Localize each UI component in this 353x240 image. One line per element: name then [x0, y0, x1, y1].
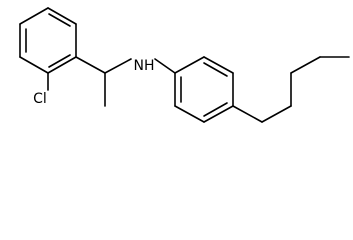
bond-ring-ch	[75, 56, 106, 74]
amine-atom-label: NH	[134, 58, 155, 74]
bond-nh-ring	[154, 58, 176, 74]
butylphenyl-ring	[174, 56, 234, 123]
bond	[47, 56, 77, 74]
bond	[174, 56, 205, 74]
double-bond-inner	[48, 54, 71, 68]
bond	[19, 7, 49, 25]
double-bond-inner	[48, 13, 71, 27]
molecule-structure-diagram: Cl NH	[19, 7, 350, 123]
bond	[261, 105, 292, 123]
double-bond-inner	[203, 62, 228, 77]
chlorine-atom-label: Cl	[33, 91, 47, 107]
double-bond-inner	[203, 102, 228, 117]
bond	[290, 56, 321, 74]
bond-ch-nh	[104, 58, 132, 74]
butyl-chain	[232, 56, 350, 123]
bond	[232, 105, 263, 123]
bond	[47, 7, 77, 25]
bond	[174, 105, 205, 123]
bond	[203, 105, 234, 123]
chlorophenyl-ring	[19, 7, 77, 74]
bond	[19, 56, 49, 74]
bond	[203, 56, 234, 74]
